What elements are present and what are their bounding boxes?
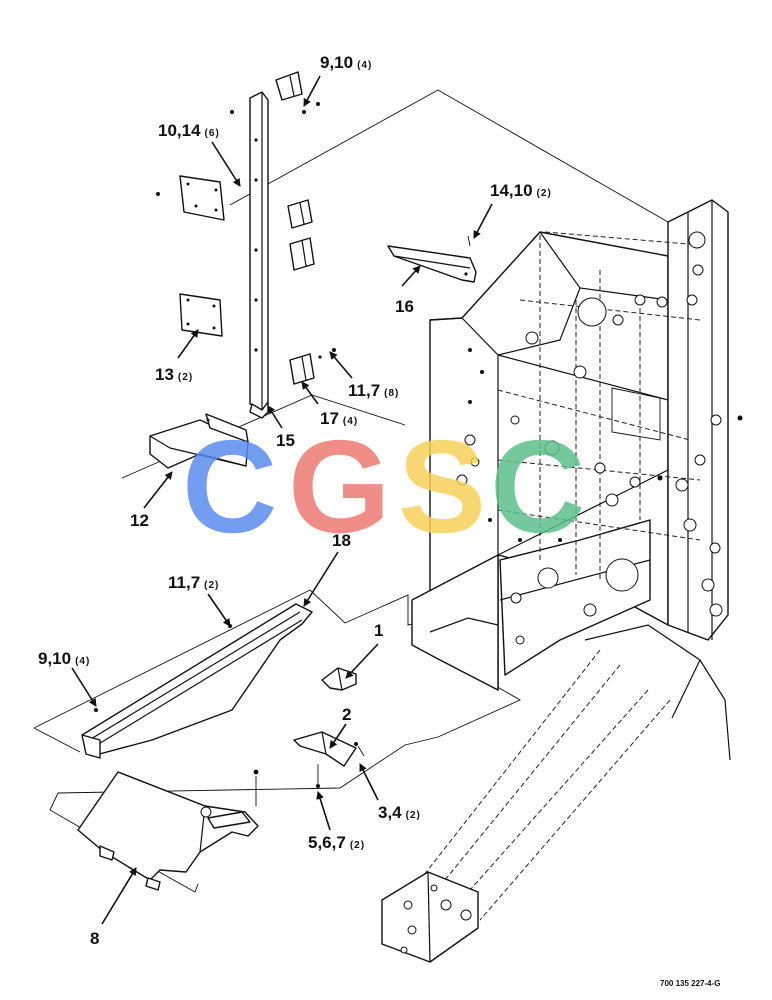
callout-qty: (2)	[406, 810, 421, 821]
callout-13: 13 (2)	[155, 365, 193, 384]
callout-label: 2	[342, 705, 351, 724]
callout-3-4: 3,4 (2)	[378, 803, 421, 822]
callout-label: 9,10	[320, 53, 353, 72]
callout-16: 16	[395, 297, 414, 316]
callout-label: 10,14	[158, 121, 201, 140]
brackets-13	[179, 175, 225, 337]
callout-label: 16	[395, 297, 414, 316]
callout-label: 11,7	[348, 381, 380, 400]
bracket-12	[149, 413, 249, 469]
machine-frame	[411, 199, 743, 691]
callout-qty: (4)	[357, 60, 372, 71]
callout-qty: (6)	[205, 128, 220, 139]
watermark-letter: G	[288, 413, 391, 560]
callout-label: 14,10	[490, 181, 533, 200]
callout-label: 9,10	[38, 649, 71, 668]
watermark-letter: S	[398, 413, 486, 560]
callout-5-6-7: 5,6,7 (2)	[308, 833, 365, 852]
callout-label: 8	[90, 929, 99, 948]
callout-17: 17 (4)	[320, 409, 358, 428]
callout-1: 1	[374, 621, 383, 640]
callout-9-10-bottom: 9,10 (4)	[38, 649, 90, 668]
callout-label: 17	[320, 409, 339, 428]
callout-8: 8	[90, 929, 99, 948]
channel-15	[156, 71, 336, 419]
callout-12: 12	[130, 511, 149, 530]
shield-18	[81, 603, 313, 759]
callout-15: 15	[276, 431, 295, 450]
callout-label: 3,4	[378, 803, 402, 822]
callout-2: 2	[342, 705, 351, 724]
callout-label: 5,6,7	[308, 833, 346, 852]
callout-11-7-top: 11,7 (8)	[348, 381, 399, 400]
callout-label: 1	[374, 621, 383, 640]
watermark-letter: C	[182, 413, 277, 560]
callout-label: 12	[130, 511, 149, 530]
watermark: C G S C	[182, 413, 585, 560]
callout-label: 18	[332, 531, 351, 550]
callout-14-10: 14,10 (2)	[490, 181, 552, 200]
callout-qty: (4)	[75, 656, 90, 667]
callout-18: 18	[332, 531, 351, 550]
callout-qty: (2)	[204, 580, 219, 591]
callout-11-7-bottom: 11,7 (2)	[168, 573, 219, 592]
figure-id: 700 135 227-4-G	[660, 979, 721, 988]
brace-16	[387, 235, 477, 283]
callout-qty: (2)	[350, 840, 365, 851]
callout-qty: (2)	[537, 188, 552, 199]
callout-label: 15	[276, 431, 295, 450]
callout-9-10-top: 9,10 (4)	[320, 53, 372, 72]
callout-label: 11,7	[168, 573, 200, 592]
callout-qty: (2)	[178, 372, 193, 383]
leaders	[71, 75, 493, 925]
tongue-drawbar	[381, 624, 731, 963]
callout-qty: (8)	[384, 388, 399, 399]
callout-qty: (4)	[343, 416, 358, 427]
callouts: 9,10 (4) 10,14 (6) 14,10 (2) 16 13 (2) 11,7 (…	[38, 53, 552, 948]
callout-10-14: 10,14 (6)	[158, 121, 220, 140]
small-parts	[293, 667, 365, 788]
callout-label: 13	[155, 365, 174, 384]
watermark-letter: C	[490, 413, 585, 560]
shield-8	[77, 769, 259, 891]
